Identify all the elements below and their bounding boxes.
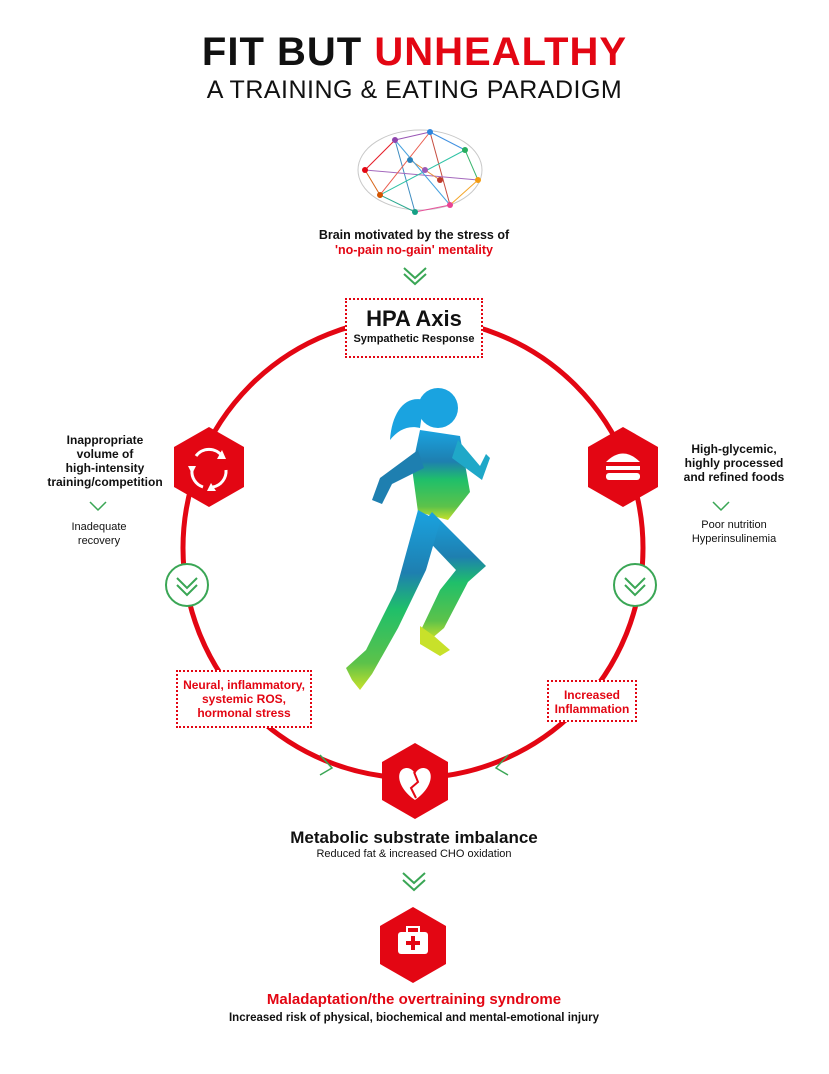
right-heading-line: and refined foods	[664, 470, 804, 484]
left-note-line: Inadequate	[40, 520, 158, 534]
brain-network-icon	[358, 129, 482, 215]
brain-line1: Brain motivated by the stress of	[264, 228, 564, 243]
first-aid-kit-icon	[380, 907, 446, 983]
right-check-icon	[713, 502, 729, 510]
left-note-line: recovery	[40, 534, 158, 548]
right-chevron-circle	[614, 564, 656, 606]
hpa-axis-box: HPA Axis Sympathetic Response	[345, 298, 483, 358]
left-stress-box: Neural, inflammatory, systemic ROS, horm…	[176, 670, 312, 728]
right-note: Poor nutrition Hyperinsulinemia	[664, 518, 804, 546]
left-heading-line: volume of	[30, 447, 180, 461]
broken-heart-icon	[382, 743, 448, 819]
outcome-caption: Maladaptation/the overtraining syndrome …	[114, 990, 714, 1026]
metabolic-sub: Reduced fat & increased CHO oxidation	[214, 848, 614, 861]
right-inflammation-box: Increased Inflammation	[547, 680, 637, 722]
brain-line2: 'no-pain no-gain' mentality	[264, 243, 564, 258]
right-note-line: Poor nutrition	[664, 518, 804, 532]
right-box-line: Inflammation	[549, 702, 635, 716]
right-heading-line: highly processed	[664, 456, 804, 470]
left-heading-line: Inappropriate	[30, 433, 180, 447]
left-arrow-icon	[320, 755, 332, 775]
right-heading-line: High-glycemic,	[664, 442, 804, 456]
chevron-down-icon-2	[403, 873, 425, 890]
left-heading-line: training/competition	[30, 475, 180, 489]
hpa-title: HPA Axis	[347, 306, 481, 332]
chevron-down-icon	[404, 268, 426, 284]
left-chevron-circle	[166, 564, 208, 606]
left-box-line: systemic ROS,	[178, 692, 310, 706]
left-heading-line: high-intensity	[30, 461, 180, 475]
outcome-sub: Increased risk of physical, biochemical …	[114, 1010, 714, 1026]
metabolic-title: Metabolic substrate imbalance	[214, 828, 614, 848]
brain-caption: Brain motivated by the stress of 'no-pai…	[264, 228, 564, 258]
runner-figure	[346, 388, 490, 690]
left-note: Inadequate recovery	[40, 520, 158, 548]
left-box-line: hormonal stress	[178, 706, 310, 720]
burger-icon	[588, 427, 658, 507]
left-heading: Inappropriate volume of high-intensity t…	[30, 433, 180, 489]
left-box-line: Neural, inflammatory,	[178, 678, 310, 692]
cycle-arrows-icon	[174, 427, 244, 507]
right-note-line: Hyperinsulinemia	[664, 532, 804, 546]
outcome-title: Maladaptation/the overtraining syndrome	[114, 990, 714, 1010]
right-heading: High-glycemic, highly processed and refi…	[664, 442, 804, 484]
metabolic-caption: Metabolic substrate imbalance Reduced fa…	[214, 828, 614, 861]
right-box-line: Increased	[549, 688, 635, 702]
left-check-icon	[90, 502, 106, 510]
hpa-sub: Sympathetic Response	[347, 332, 481, 346]
